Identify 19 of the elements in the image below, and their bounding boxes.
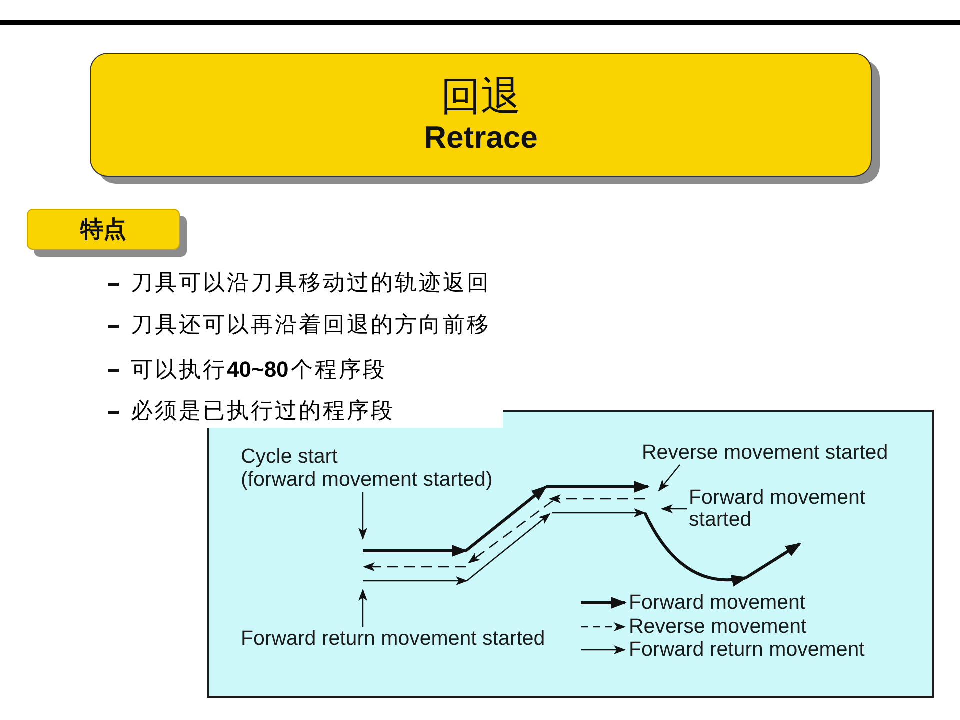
bullet-text: 可以执行40~80个程序段 xyxy=(131,356,387,384)
leader-arrow xyxy=(661,504,687,514)
annotation-text: Cycle start xyxy=(241,445,338,468)
annotation-text: Forward return movement started xyxy=(241,628,546,650)
bullet-text: 刀具可以沿刀具移动过的轨迹返回 xyxy=(131,270,491,297)
title-text: 回退 xyxy=(441,74,521,120)
tab-text: 特点 xyxy=(80,216,126,244)
annotation-text: Reverse movement started xyxy=(642,442,888,464)
legend-text: Forward movement xyxy=(629,592,806,614)
leader-arrow xyxy=(658,464,680,492)
leader-arrow xyxy=(358,492,368,540)
legend-text: Reverse movement xyxy=(629,616,807,638)
bullet-text: 必须是已执行过的程序段 xyxy=(131,398,395,425)
leader-arrow xyxy=(358,589,368,627)
annotation-text: Forward movement started xyxy=(689,487,871,531)
bullet-text: 刀具还可以再沿着回退的方向前移 xyxy=(131,312,491,339)
subtitle-text: Retrace xyxy=(424,120,538,156)
annotation-text: (forward movement started) xyxy=(241,468,493,491)
legend-text: Forward return movement xyxy=(629,639,865,661)
